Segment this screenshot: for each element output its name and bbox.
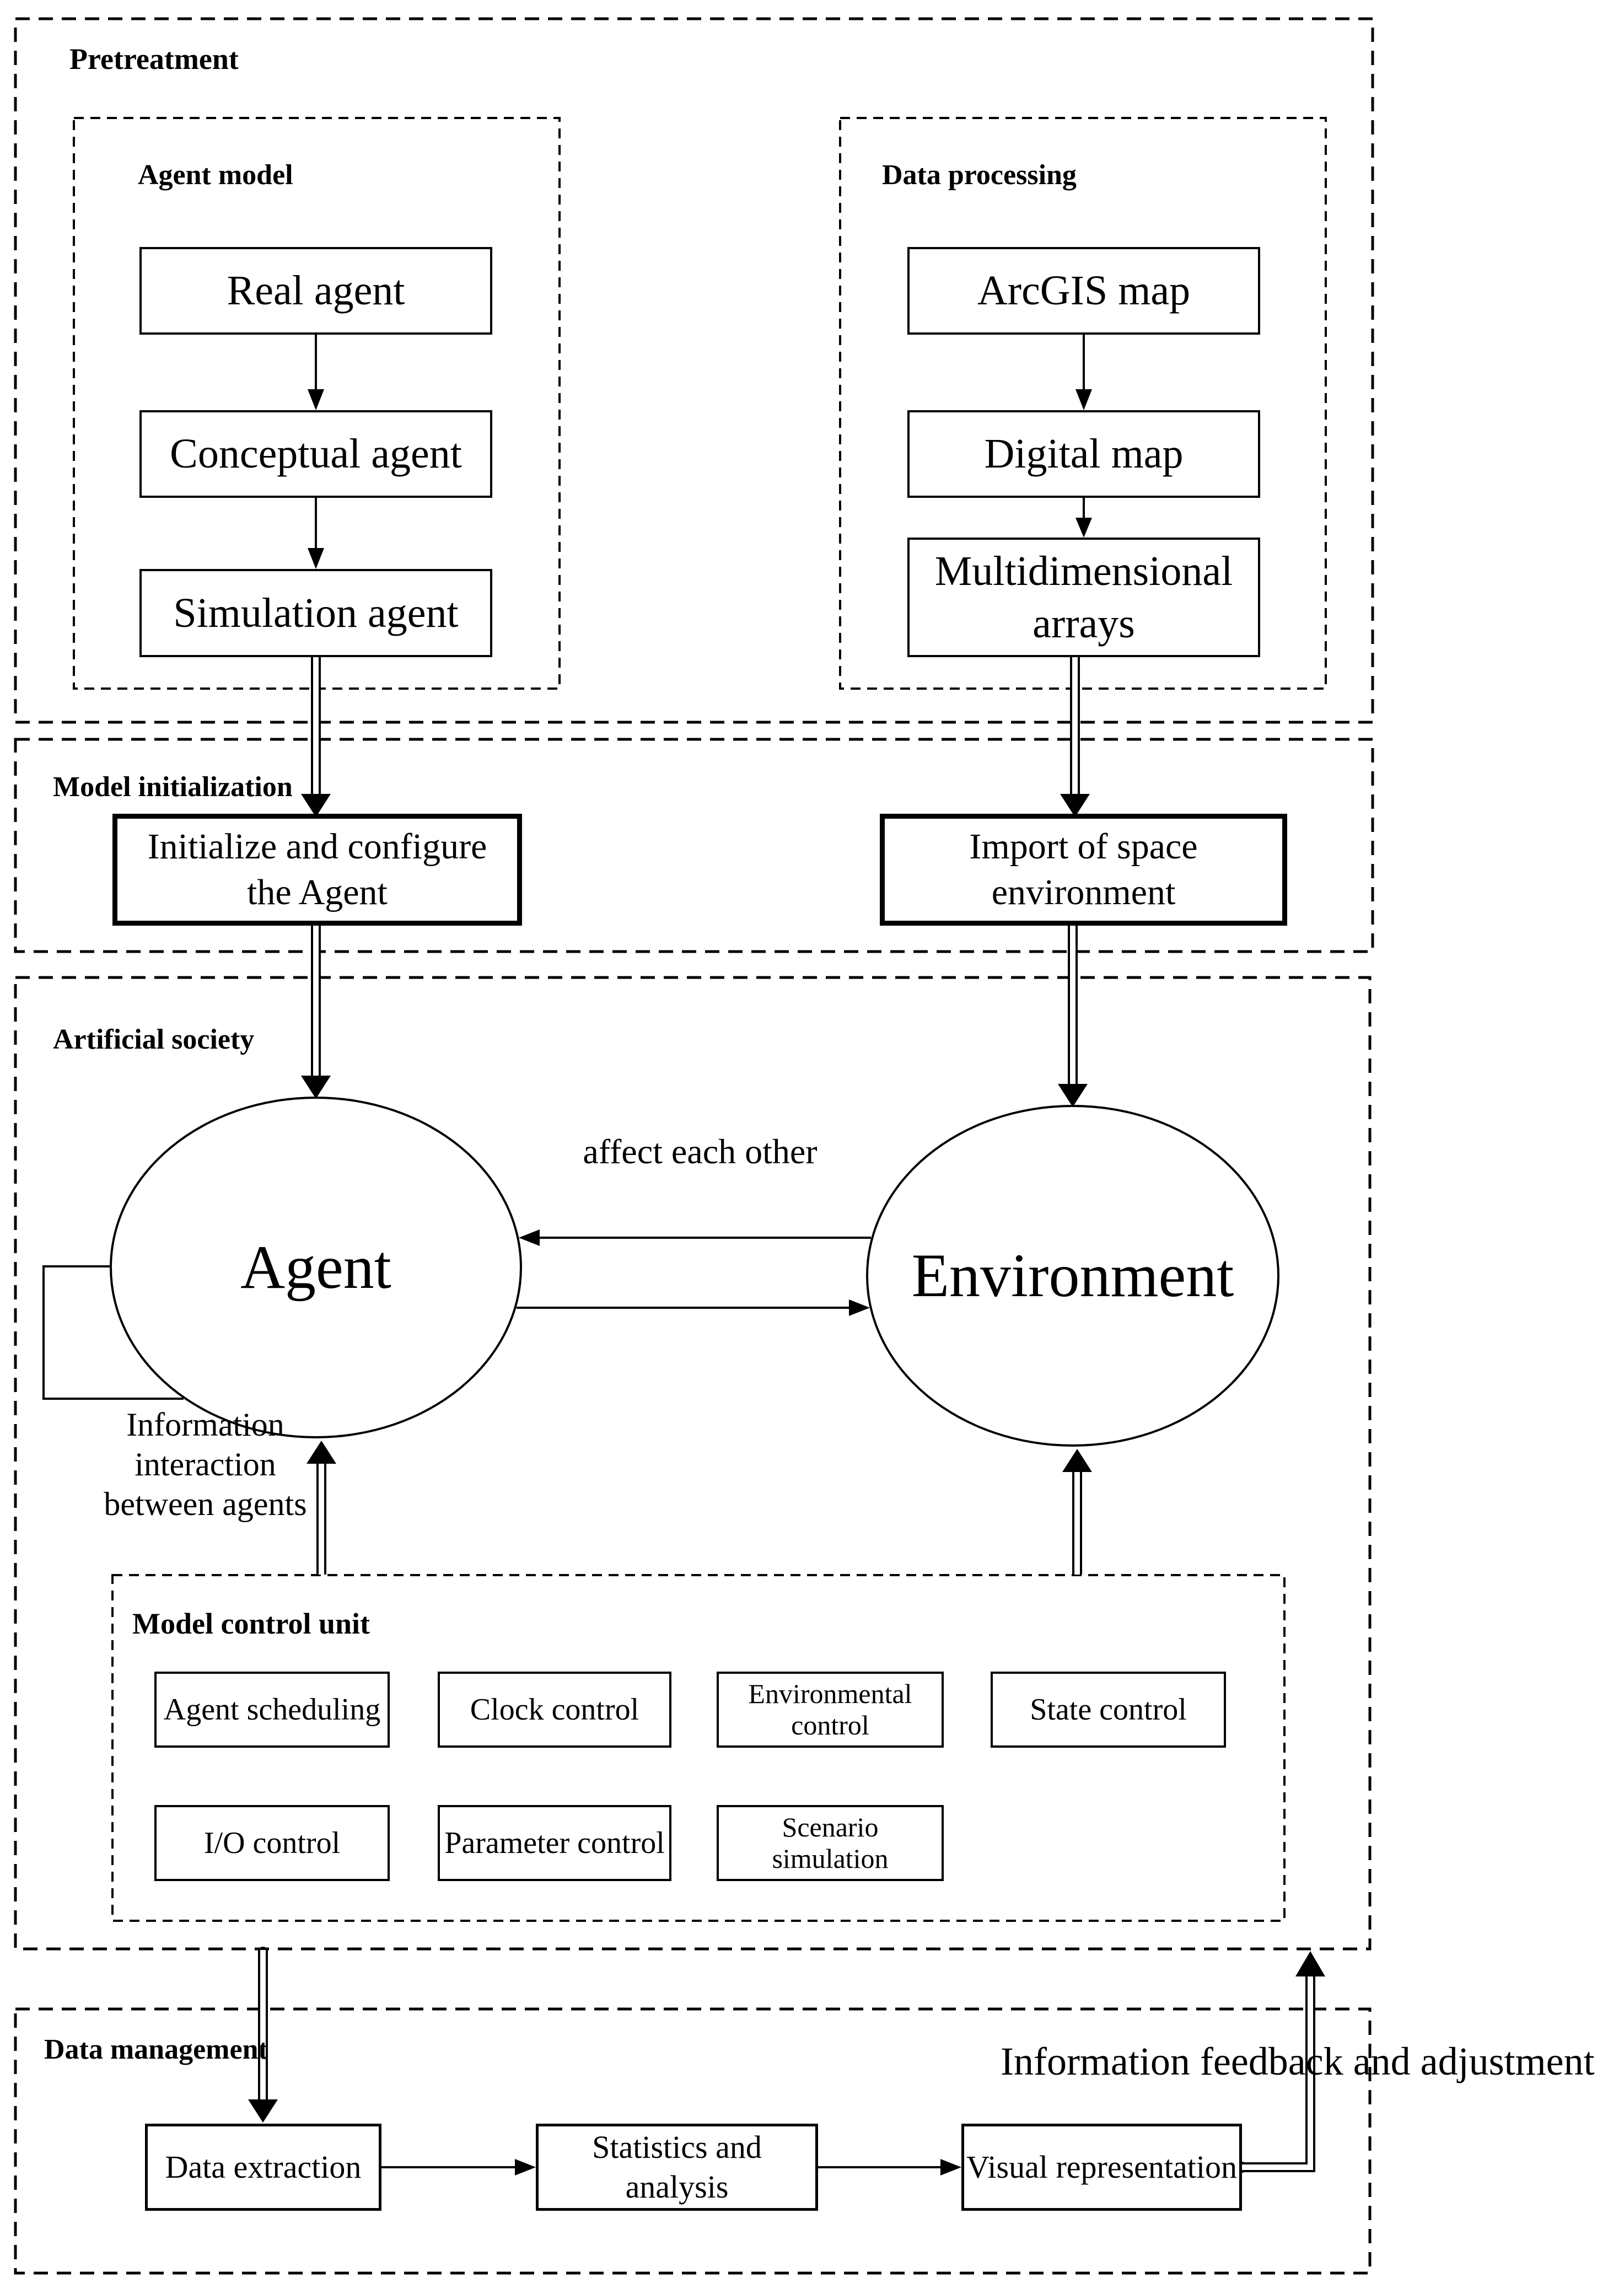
section-label-artificial-society: Artificial society [53, 1024, 255, 1055]
information-feedback-label: Information feedback and adjustment [1001, 2039, 1595, 2083]
box-conceptual-agent: Conceptual agent [139, 410, 492, 498]
arrow-society-to-data-extraction [248, 1947, 278, 2123]
box-real-agent: Real agent [139, 247, 492, 335]
arrow-arcgis-to-digital [1076, 335, 1092, 410]
data-management-border [14, 2007, 1372, 2275]
box-parameter-control: Parameter control [438, 1805, 671, 1881]
arrow-environment-to-agent [519, 1229, 871, 1246]
data-processing-border [839, 117, 1327, 690]
arrow-mcu-to-agent [306, 1441, 336, 1575]
model-initialization-border [14, 738, 1374, 953]
arrow-digital-to-multidimensional [1076, 498, 1092, 538]
box-agent-scheduling: Agent scheduling [154, 1672, 390, 1748]
agent-self-loop [42, 1265, 184, 1400]
section-label-data-processing: Data processing [882, 159, 1077, 191]
box-io-control: I/O control [154, 1805, 390, 1881]
box-initialize-configure-agent: Initialize and configure the Agent [112, 814, 522, 926]
box-statistics-analysis: Statistics and analysis [536, 2124, 818, 2211]
arrow-initialize-to-agent [301, 926, 331, 1099]
arrow-conceptual-to-simulation [308, 498, 324, 569]
arrow-real-to-conceptual [308, 335, 324, 410]
box-state-control: State control [991, 1672, 1226, 1748]
arrow-extraction-to-statistics [381, 2159, 536, 2175]
box-scenario-simulation: Scenario simulation [717, 1805, 944, 1881]
agent-ellipse: Agent [110, 1097, 522, 1438]
arrow-feedback-to-society [1236, 1951, 1325, 2173]
section-label-agent-model: Agent model [138, 159, 293, 191]
environment-ellipse: Environment [866, 1105, 1279, 1447]
box-arcgis-map: ArcGIS map [907, 247, 1260, 335]
box-clock-control: Clock control [438, 1672, 671, 1748]
section-label-data-management: Data management [44, 2034, 268, 2065]
arrow-mcu-to-environment [1062, 1449, 1092, 1575]
box-import-space-environment: Import of space environment [880, 814, 1287, 926]
section-label-model-initialization: Model initialization [53, 771, 293, 803]
affect-each-other-label: affect each other [583, 1132, 818, 1171]
artificial-society-border [14, 976, 1372, 1951]
arrow-multidimensional-to-import [1060, 657, 1090, 817]
section-label-model-control-unit: Model control unit [132, 1607, 370, 1640]
arrow-simulation-to-initialize [301, 657, 331, 817]
box-environmental-control: Environmental control [717, 1672, 944, 1748]
box-digital-map: Digital map [907, 410, 1260, 498]
section-label-pretreatment: Pretreatment [69, 42, 239, 76]
arrow-statistics-to-visual [818, 2159, 961, 2175]
box-multidimensional-arrays: Multidimensional arrays [907, 538, 1260, 657]
box-visual-representation: Visual representation [961, 2124, 1242, 2211]
information-interaction-label: Information interaction between agents [104, 1406, 307, 1522]
arrow-agent-to-environment [517, 1299, 870, 1316]
model-control-unit-border [111, 1574, 1286, 1922]
box-data-extraction: Data extraction [145, 2124, 381, 2211]
pretreatment-border [14, 17, 1374, 724]
arrow-import-to-environment [1058, 926, 1088, 1107]
box-simulation-agent: Simulation agent [139, 569, 492, 657]
